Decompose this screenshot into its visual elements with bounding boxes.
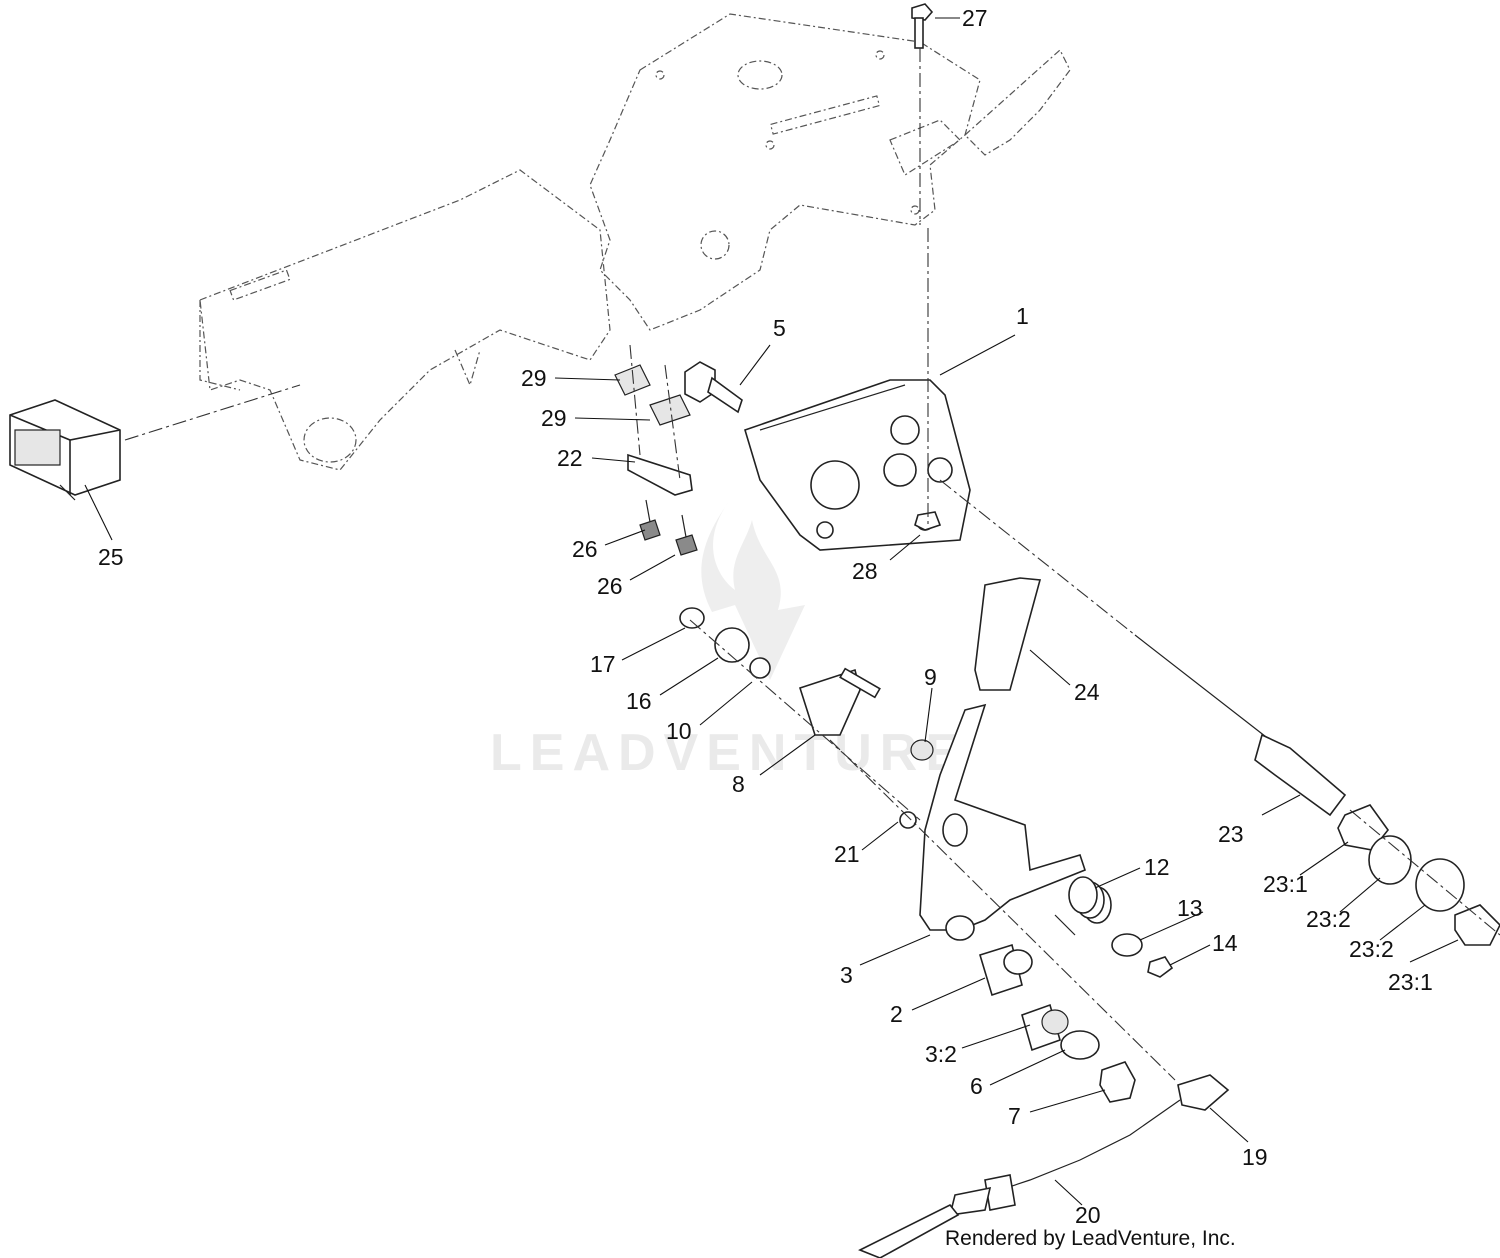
callout-29-lower: 29 [541, 405, 567, 431]
assembly-lines [124, 48, 1500, 1081]
callout-12: 12 [1144, 854, 1170, 880]
nut-14 [1147, 956, 1174, 978]
callout-9: 9 [924, 664, 937, 690]
callout-23-2-upper: 23:2 [1306, 906, 1351, 932]
leader-lines [84, 17, 1459, 1206]
callout-26-lower: 26 [597, 573, 623, 599]
callout-3-2: 3:2 [925, 1041, 957, 1067]
callout-24: 24 [1074, 679, 1100, 705]
callout-5: 5 [773, 315, 786, 341]
watermark-text: LEADVENTURE [490, 724, 968, 782]
callout-29-upper: 29 [521, 365, 547, 391]
callout-23-1-lower: 23:1 [1388, 969, 1433, 995]
frame-ghost [199, 169, 611, 471]
pivot-assembly [679, 607, 934, 829]
spring-12 [1054, 876, 1112, 936]
callout-25: 25 [98, 544, 124, 570]
callout-21: 21 [834, 841, 860, 867]
callout-2: 2 [890, 1001, 903, 1027]
callout-27: 27 [962, 5, 988, 31]
lever-grip [974, 577, 1042, 691]
callout-20: 20 [1075, 1202, 1101, 1228]
cable-23 [1134, 634, 1500, 946]
bushings [979, 943, 1136, 1103]
console-plate-ghost [589, 13, 1071, 331]
callout-23-2-lower: 23:2 [1349, 936, 1394, 962]
hour-meter-switch [9, 399, 121, 501]
callout-23-1-upper: 23:1 [1263, 871, 1308, 897]
callout-13: 13 [1177, 895, 1203, 921]
callout-14: 14 [1212, 930, 1238, 956]
mount-bracket [744, 379, 971, 551]
callout-8: 8 [732, 771, 745, 797]
clips-and-screws [614, 364, 698, 556]
render-credit: Rendered by LeadVenture, Inc. [945, 1227, 1236, 1250]
washer-13 [1111, 933, 1143, 957]
bolt-27 [911, 3, 934, 49]
callout-22: 22 [557, 445, 583, 471]
throttle-cable [858, 1074, 1230, 1258]
callout-7: 7 [1008, 1103, 1021, 1129]
callout-labels: 27 5 1 29 29 22 25 26 26 28 17 16 10 9 2… [98, 5, 1433, 1228]
callout-28: 28 [852, 558, 878, 584]
bolt-5 [684, 361, 743, 414]
callout-16: 16 [626, 688, 652, 714]
callout-19: 19 [1242, 1144, 1268, 1170]
callout-23: 23 [1218, 821, 1244, 847]
callout-17: 17 [590, 651, 616, 677]
watermark: LEADVENTURE [490, 500, 968, 782]
callout-26-upper: 26 [572, 536, 598, 562]
callout-1: 1 [1016, 303, 1029, 329]
callout-3: 3 [840, 962, 853, 988]
callout-10: 10 [666, 718, 692, 744]
callout-6: 6 [970, 1073, 983, 1099]
control-lever [919, 703, 1086, 941]
flame-logo [701, 500, 805, 680]
